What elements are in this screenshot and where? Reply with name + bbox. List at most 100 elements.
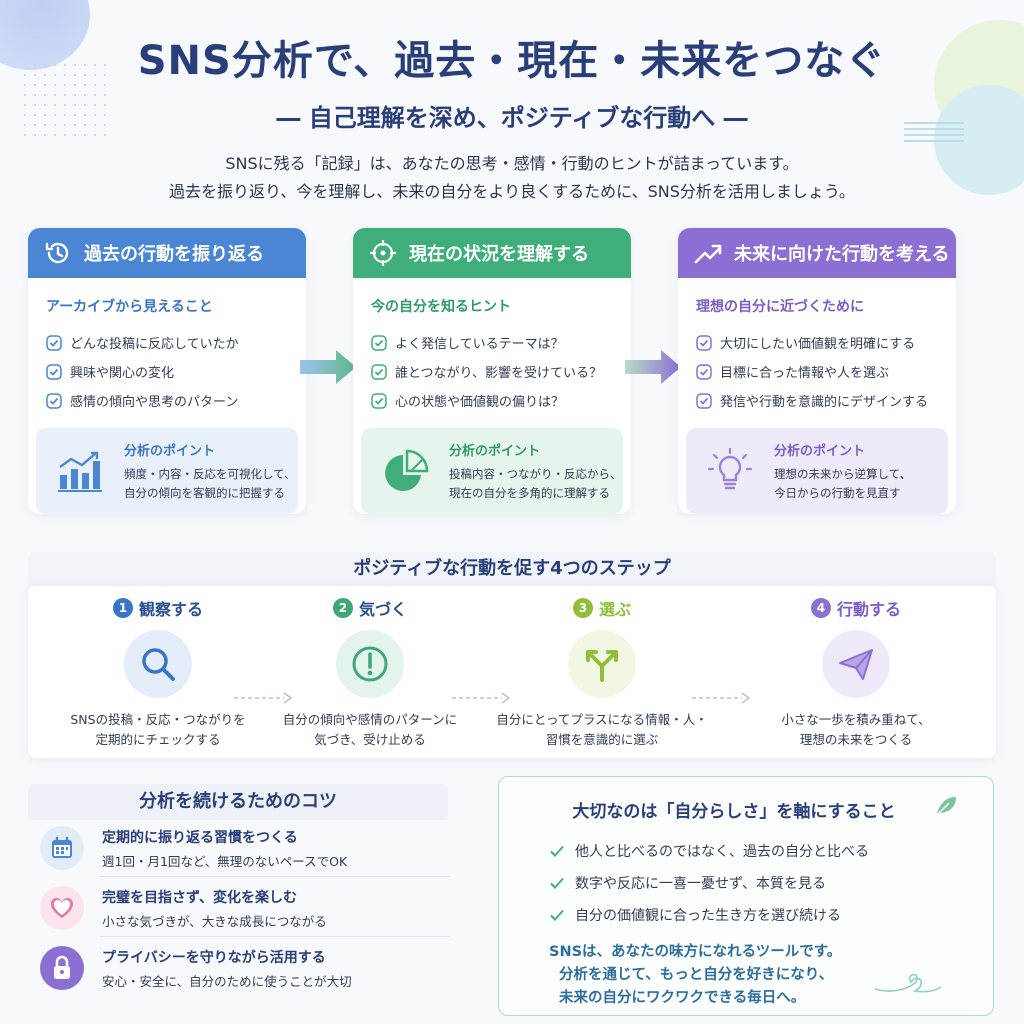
card-header: 現在の状況を理解する [353, 228, 631, 278]
list-item-text: よく発信しているテーマは？ [395, 337, 564, 352]
card-present: 現在の状況を理解する 今の自分を知るヒント よく発信しているテーマは？ 誰とつな… [353, 228, 631, 514]
list-item-text: 心の状態や価値観の偏りは？ [395, 395, 565, 410]
list-item: 心の状態や価値観の偏りは？ [371, 386, 631, 415]
lock-icon [40, 946, 84, 990]
calendar-icon [40, 826, 84, 870]
card-header: 未来に向けた行動を考える [678, 228, 956, 278]
step-label-text: 選ぶ [598, 600, 631, 619]
step-line: 自分の傾向や感情のパターンに [282, 712, 458, 727]
message-line: 未来の自分にワクワクできる毎日へ。 [559, 990, 806, 1006]
step-line: 気づき、受け止める [314, 732, 426, 747]
trend-up-icon [692, 237, 724, 269]
step-label-text: 観察する [138, 600, 203, 619]
list-item: 他人と比べるのではなく、過去の自分と比べる [549, 835, 869, 867]
arrow-right-icon [300, 350, 356, 384]
list-item: 誰とつながり、影響を受けている？ [371, 357, 631, 386]
card-title: 現在の状況を理解する [409, 244, 589, 265]
lightbulb-icon [702, 443, 758, 499]
intro-text: SNSに残る「記録」は、あなたの思考・感情・行動のヒントが詰まっています。 過去… [0, 150, 1024, 206]
check-list: どんな投稿に反応していたか 興味や関心の変化 感情の傾向や思考のパターン [46, 328, 306, 415]
point-line: 現在の自分を多角的に理解する [449, 485, 610, 500]
heart-icon [40, 886, 84, 930]
step-label-text: 気づく [358, 600, 407, 619]
values-box: 大切なのは「自分らしさ」を軸にすること 他人と比べるのではなく、過去の自分と比べ… [498, 776, 994, 1016]
pie-chart-icon [377, 443, 433, 499]
dashed-arrow-icon [234, 692, 293, 704]
list-item-text: 他人と比べるのではなく、過去の自分と比べる [575, 844, 869, 860]
list-item: 発信や行動を意識的にデザインする [696, 386, 956, 415]
intro-line: SNSに残る「記録」は、あなたの思考・感情・行動のヒントが詰まっています。 [225, 154, 799, 173]
leaf-icon [933, 793, 959, 823]
list-item: 感情の傾向や思考のパターン [46, 386, 306, 415]
check-icon [46, 363, 62, 380]
list-item-text: 誰とつながり、影響を受けている？ [395, 366, 602, 381]
step-line: SNSの投稿・反応・つながりを [70, 712, 246, 727]
dashed-arrow-icon [452, 692, 511, 704]
step-description: 自分の傾向や感情のパターンに気づき、受け止める [260, 710, 480, 750]
magnifier-icon [124, 630, 192, 698]
tip-title: 完璧を目指さず、変化を楽しむ [102, 889, 298, 906]
check-icon [549, 907, 565, 923]
card-title: 未来に向けた行動を考える [734, 244, 950, 265]
step-label-text: 行動する [836, 600, 901, 619]
step-description: 自分にとってプラスになる情報・人・習慣を意識的に選ぶ [492, 710, 712, 750]
check-icon [46, 392, 62, 409]
tip-title: プライバシーを守りながら活用する [102, 949, 326, 966]
step-line: 理想の未来をつくる [799, 732, 913, 747]
list-item: 興味や関心の変化 [46, 357, 306, 386]
analysis-point: 分析のポイント 理想の未来から逆算して、今日からの行動を見直す [686, 428, 948, 514]
divider [100, 936, 450, 937]
check-icon [696, 334, 712, 351]
step-number: 4 [810, 598, 831, 618]
intro-line: 過去を振り返り、今を理解し、未来の自分をより良くするために、SNS分析を活用しま… [169, 182, 855, 201]
fork-arrow-icon [568, 630, 636, 698]
check-icon [46, 334, 62, 351]
tip-item: 定期的に振り返る習慣をつくる週1回・月1回など、無理のないペースでOK [40, 818, 450, 878]
decorative-lines [904, 122, 964, 142]
list-item-text: 自分の価値観に合った生き方を選び続ける [575, 908, 841, 924]
list-item-text: 興味や関心の変化 [70, 366, 175, 381]
point-line: 理想の未来から逆算して、 [774, 466, 912, 481]
step-line: 定期的にチェックする [95, 732, 221, 747]
steps-title: ポジティブな行動を促す4つのステップ [28, 552, 996, 586]
list-item-text: 感情の傾向や思考のパターン [70, 395, 239, 410]
check-icon [371, 334, 387, 351]
check-icon [696, 392, 712, 409]
step-number: 1 [112, 598, 133, 618]
step-label: 1 観察する [48, 596, 268, 620]
list-item-text: 発信や行動を意識的にデザインする [720, 395, 929, 410]
clock-history-icon [42, 237, 74, 269]
check-icon [696, 363, 712, 380]
step-line: 小さな一歩を積み重ねて、 [781, 712, 931, 727]
card-header: 過去の行動を振り返る [28, 228, 306, 278]
divider [100, 876, 450, 877]
card-subtitle: 理想の自分に近づくために [696, 299, 864, 315]
message-line: 分析を通じて、もっと自分を好きになり、 [559, 967, 834, 983]
check-list: よく発信しているテーマは？ 誰とつながり、影響を受けている？ 心の状態や価値観の… [371, 328, 631, 415]
steps-section: ポジティブな行動を促す4つのステップ 1 観察する SNSの投稿・反応・つながりを… [28, 552, 996, 758]
page-title: SNS分析で、過去・現在・未来をつなぐ [137, 38, 887, 84]
point-title: 分析のポイント [124, 443, 216, 459]
card-future: 未来に向けた行動を考える 理想の自分に近づくために 大切にしたい価値観を明確にす… [678, 228, 956, 514]
list-item: 数字や反応に一喜一憂せず、本質を見る [549, 867, 869, 899]
list-item-text: 目標に合った情報や人を選ぶ [720, 366, 890, 381]
step-observe: 1 観察する SNSの投稿・反応・つながりを定期的にチェックする [48, 596, 268, 750]
point-line: 今日からの行動を見直す [774, 485, 901, 500]
arrow-right-icon [625, 350, 681, 384]
list-item-text: どんな投稿に反応していたか [70, 337, 239, 352]
tip-desc: 週1回・月1回など、無理のないペースでOK [102, 853, 348, 869]
tip-item: プライバシーを守りながら活用する安心・安全に、自分のために使うことが大切 [40, 938, 450, 998]
page-subtitle: ― 自己理解を深め、ポジティブな行動へ ― [276, 104, 748, 132]
step-line: 習慣を意識的に選ぶ [545, 732, 659, 747]
tips-title: 分析を続けるためのコツ [28, 784, 448, 820]
message-line: SNSは、あなたの味方になれるツールです。 [549, 944, 842, 960]
step-number: 3 [572, 598, 593, 618]
card-past: 過去の行動を振り返る アーカイブから見えること どんな投稿に反応していたか 興味… [28, 228, 306, 514]
list-item: 大切にしたい価値観を明確にする [696, 328, 956, 357]
tip-title: 定期的に振り返る習慣をつくる [102, 829, 298, 846]
check-list: 大切にしたい価値観を明確にする 目標に合った情報や人を選ぶ 発信や行動を意識的に… [696, 328, 956, 415]
check-icon [371, 392, 387, 409]
